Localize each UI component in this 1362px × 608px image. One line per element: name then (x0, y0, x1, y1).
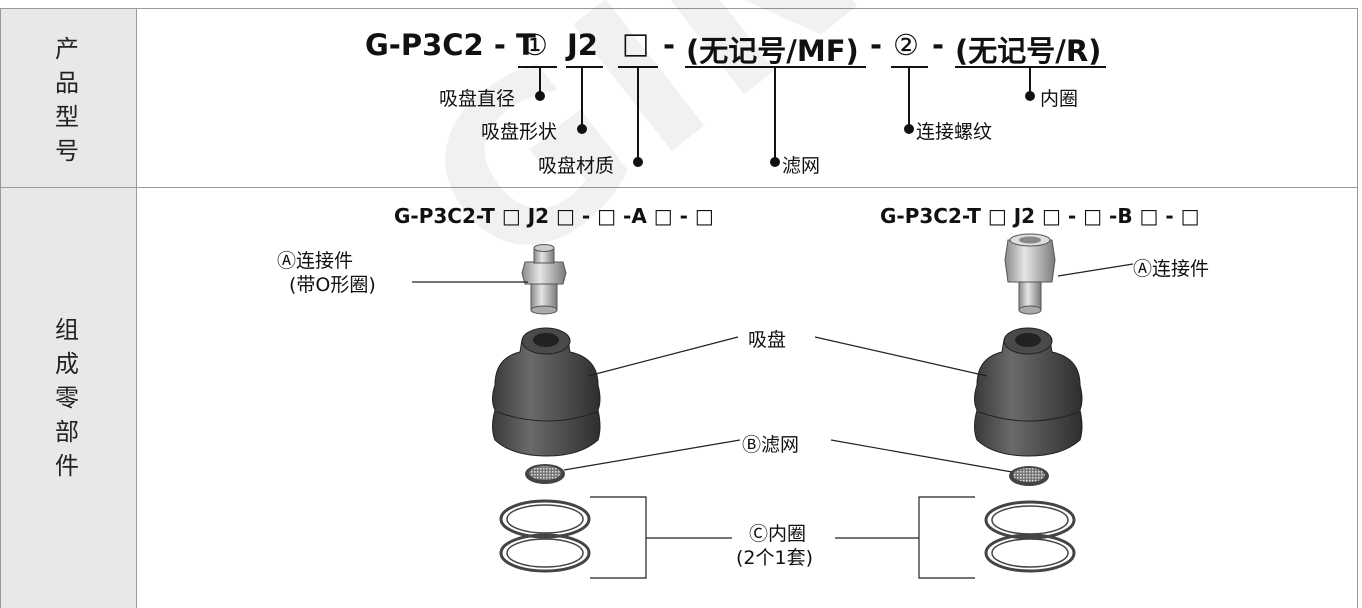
char: 部 (55, 418, 79, 446)
model-box: □ (622, 26, 650, 60)
model-j2: J2 (567, 28, 598, 62)
parts-header-left: G-P3C2-T □ J2 □ - □ -A □ - □ (394, 204, 714, 228)
label-filter: Ⓑ滤网 (742, 434, 800, 456)
right-rings (984, 500, 1076, 573)
table-frame (0, 8, 1358, 608)
model-dash-3: - (932, 28, 945, 62)
model-slot-1: ① (522, 28, 548, 62)
callout-ring: 内圈 (1040, 88, 1079, 110)
model-filter-code: (无记号/MF) (686, 34, 859, 68)
char: 品 (55, 69, 79, 97)
model-slot-2: ② (893, 28, 919, 62)
model-dash-1: - (663, 28, 676, 62)
char: 零 (55, 384, 79, 412)
label-connector-right: Ⓐ连接件 (1133, 258, 1210, 280)
left-suction-cup (492, 327, 601, 457)
char: 号 (55, 137, 79, 165)
header-column-row2 (1, 188, 137, 608)
label-ring: Ⓒ内圈 (749, 523, 807, 545)
callout-leaders (535, 67, 1035, 167)
right-suction-cup (974, 327, 1083, 457)
right-filter (1009, 466, 1049, 486)
left-rings (499, 499, 591, 573)
char: 产 (55, 35, 79, 63)
right-connector-part (1004, 233, 1056, 315)
row-label-product-model: 产 品 型 号 (55, 32, 79, 168)
header-column-row1 (1, 9, 137, 187)
model-ring-code: (无记号/R) (955, 34, 1102, 68)
row-divider (0, 187, 1358, 188)
char: 型 (55, 103, 79, 131)
callout-diameter: 吸盘直径 (439, 88, 516, 110)
model-dash-2: - (870, 28, 883, 62)
char: 成 (55, 350, 79, 378)
label-cup: 吸盘 (748, 329, 787, 351)
left-connector-part (521, 244, 567, 315)
part-leaders (412, 263, 1134, 579)
model-prefix: G-P3C2 - T (365, 28, 536, 62)
callout-material: 吸盘材质 (538, 155, 615, 177)
callout-thread: 连接螺纹 (916, 121, 993, 143)
char: 件 (55, 452, 79, 480)
char: 组 (55, 316, 79, 344)
left-filter (525, 464, 565, 484)
callout-filter: 滤网 (782, 155, 821, 177)
row-label-components: 组 成 零 部 件 (55, 313, 79, 483)
label-connector-left-note: (带O形圈) (289, 274, 376, 296)
callout-shape: 吸盘形状 (481, 121, 558, 143)
parts-header-right: G-P3C2-T □ J2 □ - □ -B □ - □ (880, 204, 1200, 228)
label-ring-note: (2个1套) (736, 547, 814, 569)
label-connector-left: Ⓐ连接件 (277, 250, 354, 272)
